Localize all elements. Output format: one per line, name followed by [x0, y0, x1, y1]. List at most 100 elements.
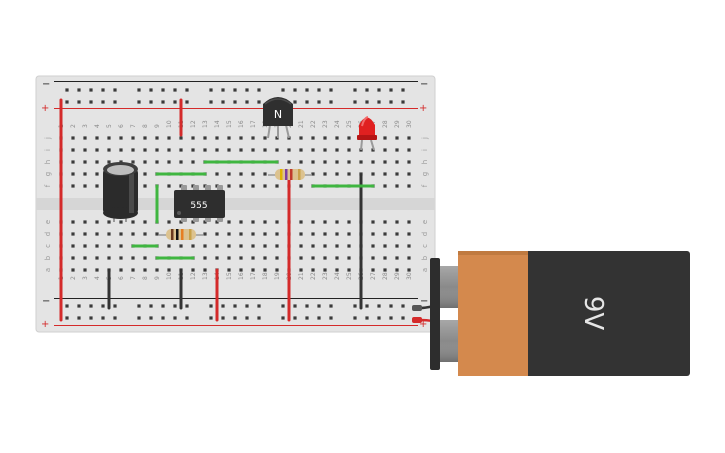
- breadboard-hole[interactable]: [353, 316, 357, 320]
- breadboard-hole[interactable]: [335, 136, 339, 140]
- breadboard-hole[interactable]: [275, 256, 279, 260]
- breadboard-hole[interactable]: [251, 256, 255, 260]
- breadboard-hole[interactable]: [329, 304, 333, 308]
- breadboard-hole[interactable]: [71, 232, 75, 236]
- breadboard-hole[interactable]: [335, 244, 339, 248]
- breadboard-hole[interactable]: [77, 304, 81, 308]
- breadboard-hole[interactable]: [389, 304, 393, 308]
- breadboard-hole[interactable]: [239, 184, 243, 188]
- breadboard-hole[interactable]: [389, 316, 393, 320]
- breadboard-hole[interactable]: [65, 88, 69, 92]
- breadboard-hole[interactable]: [347, 256, 351, 260]
- breadboard-hole[interactable]: [239, 268, 243, 272]
- breadboard-hole[interactable]: [389, 100, 393, 104]
- breadboard-hole[interactable]: [203, 220, 207, 224]
- breadboard-hole[interactable]: [71, 256, 75, 260]
- breadboard-hole[interactable]: [215, 220, 219, 224]
- breadboard-hole[interactable]: [287, 160, 291, 164]
- breadboard-hole[interactable]: [191, 160, 195, 164]
- breadboard-hole[interactable]: [371, 244, 375, 248]
- breadboard-hole[interactable]: [299, 136, 303, 140]
- breadboard-hole[interactable]: [143, 160, 147, 164]
- breadboard-hole[interactable]: [155, 232, 159, 236]
- breadboard-hole[interactable]: [95, 136, 99, 140]
- breadboard-hole[interactable]: [215, 136, 219, 140]
- breadboard-hole[interactable]: [185, 100, 189, 104]
- breadboard-hole[interactable]: [95, 148, 99, 152]
- breadboard-hole[interactable]: [155, 160, 159, 164]
- breadboard-hole[interactable]: [275, 148, 279, 152]
- breadboard-hole[interactable]: [383, 148, 387, 152]
- breadboard-hole[interactable]: [395, 256, 399, 260]
- breadboard-hole[interactable]: [65, 304, 69, 308]
- breadboard-hole[interactable]: [323, 148, 327, 152]
- breadboard-hole[interactable]: [71, 160, 75, 164]
- breadboard-hole[interactable]: [155, 268, 159, 272]
- breadboard-hole[interactable]: [245, 316, 249, 320]
- breadboard-hole[interactable]: [209, 316, 213, 320]
- breadboard-hole[interactable]: [323, 232, 327, 236]
- breadboard-hole[interactable]: [143, 232, 147, 236]
- breadboard-hole[interactable]: [137, 100, 141, 104]
- breadboard-hole[interactable]: [317, 316, 321, 320]
- breadboard-hole[interactable]: [407, 148, 411, 152]
- breadboard-hole[interactable]: [215, 244, 219, 248]
- breadboard-hole[interactable]: [233, 316, 237, 320]
- breadboard-hole[interactable]: [347, 268, 351, 272]
- breadboard-hole[interactable]: [167, 268, 171, 272]
- breadboard-hole[interactable]: [323, 244, 327, 248]
- breadboard-hole[interactable]: [137, 304, 141, 308]
- breadboard-hole[interactable]: [323, 256, 327, 260]
- breadboard-hole[interactable]: [89, 100, 93, 104]
- ic-555[interactable]: 555: [174, 185, 225, 222]
- breadboard-hole[interactable]: [377, 88, 381, 92]
- breadboard-hole[interactable]: [95, 220, 99, 224]
- breadboard-hole[interactable]: [383, 232, 387, 236]
- breadboard-hole[interactable]: [95, 232, 99, 236]
- breadboard-hole[interactable]: [311, 220, 315, 224]
- breadboard-hole[interactable]: [167, 160, 171, 164]
- breadboard-hole[interactable]: [143, 268, 147, 272]
- breadboard-hole[interactable]: [179, 136, 183, 140]
- breadboard-hole[interactable]: [383, 268, 387, 272]
- breadboard-hole[interactable]: [215, 172, 219, 176]
- breadboard-hole[interactable]: [407, 160, 411, 164]
- breadboard-hole[interactable]: [245, 100, 249, 104]
- breadboard-hole[interactable]: [317, 304, 321, 308]
- breadboard-hole[interactable]: [209, 88, 213, 92]
- breadboard-hole[interactable]: [359, 160, 363, 164]
- breadboard-hole[interactable]: [293, 316, 297, 320]
- breadboard-hole[interactable]: [179, 220, 183, 224]
- breadboard-hole[interactable]: [161, 316, 165, 320]
- breadboard-hole[interactable]: [71, 184, 75, 188]
- breadboard-hole[interactable]: [77, 88, 81, 92]
- breadboard-hole[interactable]: [335, 148, 339, 152]
- breadboard-hole[interactable]: [107, 148, 111, 152]
- breadboard-hole[interactable]: [131, 256, 135, 260]
- breadboard-hole[interactable]: [149, 100, 153, 104]
- breadboard-hole[interactable]: [365, 304, 369, 308]
- breadboard-hole[interactable]: [101, 88, 105, 92]
- breadboard-hole[interactable]: [221, 88, 225, 92]
- breadboard-hole[interactable]: [191, 244, 195, 248]
- breadboard-hole[interactable]: [71, 268, 75, 272]
- resistor-bottom[interactable]: [159, 229, 203, 240]
- breadboard-hole[interactable]: [407, 256, 411, 260]
- breadboard-hole[interactable]: [251, 148, 255, 152]
- breadboard-hole[interactable]: [323, 136, 327, 140]
- breadboard-hole[interactable]: [149, 316, 153, 320]
- breadboard-hole[interactable]: [299, 160, 303, 164]
- breadboard-hole[interactable]: [239, 244, 243, 248]
- breadboard-hole[interactable]: [407, 172, 411, 176]
- breadboard-hole[interactable]: [371, 256, 375, 260]
- breadboard-hole[interactable]: [167, 184, 171, 188]
- breadboard-hole[interactable]: [89, 304, 93, 308]
- breadboard-hole[interactable]: [77, 316, 81, 320]
- breadboard-hole[interactable]: [263, 232, 267, 236]
- breadboard-hole[interactable]: [203, 136, 207, 140]
- breadboard-hole[interactable]: [143, 136, 147, 140]
- breadboard-hole[interactable]: [191, 136, 195, 140]
- breadboard-hole[interactable]: [299, 184, 303, 188]
- breadboard-hole[interactable]: [263, 136, 267, 140]
- breadboard-hole[interactable]: [95, 268, 99, 272]
